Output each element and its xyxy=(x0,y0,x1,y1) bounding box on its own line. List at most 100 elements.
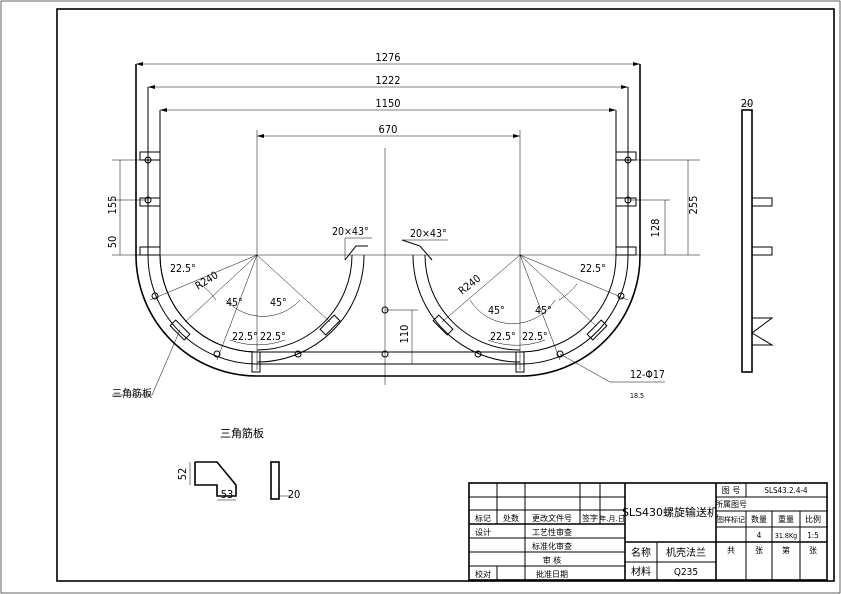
arrow xyxy=(633,62,640,66)
approve-date: 批准日期 xyxy=(536,569,568,579)
angle-label: 45° xyxy=(226,297,243,309)
radial-right-4 xyxy=(441,254,521,323)
flange-bolt-circle-line xyxy=(147,87,629,365)
triangle-gusset-thickness xyxy=(270,461,280,500)
triangle-leader-label: 三角筋板 xyxy=(112,387,152,400)
material-label: 材料 xyxy=(631,565,651,578)
product-title: SLS430螺旋输送机 xyxy=(622,505,718,519)
gusset-bottom-right xyxy=(515,351,525,373)
arrow xyxy=(609,108,616,112)
main-view xyxy=(112,62,700,396)
dim-53: 53 xyxy=(221,488,234,501)
triangle-detail-title: 三角筋板 xyxy=(220,426,264,440)
drawing-no: SLS43.2.4-4 xyxy=(764,486,808,495)
dim-1222: 1222 xyxy=(375,74,400,87)
dim-plate-20: 20 xyxy=(288,488,301,501)
rev-count: 处数 xyxy=(503,513,519,523)
weight-value: 31.8Kg xyxy=(775,532,797,540)
gusset-right-top xyxy=(615,151,637,161)
angle-arc-4 xyxy=(558,283,578,301)
radial-right-1 xyxy=(519,254,629,301)
weight-label: 重量 xyxy=(778,514,794,524)
scale-value: 1:5 xyxy=(807,531,819,540)
arrow xyxy=(148,85,155,89)
sheets-label: 张 xyxy=(755,546,763,555)
dim-255: 255 xyxy=(687,196,700,215)
gusset-left-bottom xyxy=(139,246,161,256)
radial-left-3 xyxy=(216,254,258,361)
angle-label: 45° xyxy=(270,297,287,309)
drawing-no-label: 图 号 xyxy=(722,486,741,495)
gusset-right-inner-diag xyxy=(432,314,454,336)
total-label: 共 xyxy=(727,546,735,555)
right-inner-arc xyxy=(412,254,521,363)
sheet-no-label: 第 xyxy=(782,545,790,555)
arrow xyxy=(136,62,143,66)
sheet-label: 张 xyxy=(809,546,817,555)
notch-left-leader xyxy=(344,237,372,260)
radial-right-2 xyxy=(519,254,596,326)
dim-1276: 1276 xyxy=(375,51,400,64)
angle-arc-3 xyxy=(469,299,556,324)
flange-outer-edge xyxy=(135,64,641,377)
triangle-gusset-shape xyxy=(194,461,237,497)
assembly-no-label: 所属图号 xyxy=(715,499,747,509)
side-gusset-2 xyxy=(751,246,773,256)
dim-side-20: 20 xyxy=(741,97,754,110)
gusset-right-bottom xyxy=(615,246,637,256)
arrow xyxy=(621,85,628,89)
dim-52: 52 xyxy=(176,468,189,481)
rev-sign: 签字 xyxy=(582,513,598,523)
name-label: 名称 xyxy=(631,546,651,559)
dim-155: 155 xyxy=(106,196,119,215)
hole-sub-spec: 18.5 xyxy=(630,392,644,400)
angle-label: 45° xyxy=(488,305,505,317)
side-gusset-1 xyxy=(751,197,773,207)
radial-left-4 xyxy=(256,254,331,323)
gusset-left-inner-diag xyxy=(319,314,341,336)
angle-label: 45° xyxy=(535,305,552,317)
right-notch xyxy=(401,239,433,261)
radial-right-3 xyxy=(519,254,561,361)
arrow xyxy=(160,108,167,112)
sheet-mark-label: 图样标记 xyxy=(717,515,745,524)
review-label: 审 核 xyxy=(543,555,562,565)
scale-label: 比例 xyxy=(805,514,821,524)
angle-arc-2 xyxy=(225,299,301,317)
radius-label-left: R240 xyxy=(193,269,220,292)
dim-50: 50 xyxy=(106,236,119,249)
gusset-left-diag xyxy=(169,319,191,341)
part-name: 机壳法兰 xyxy=(666,546,706,559)
process-review: 工艺性审查 xyxy=(532,527,572,537)
arrow xyxy=(513,134,520,138)
radial-left-1 xyxy=(149,254,258,301)
right-inner-arc-2 xyxy=(424,254,521,351)
dim-110: 110 xyxy=(398,325,411,344)
angle-arc-6 xyxy=(487,339,546,346)
angle-label: 22.5° xyxy=(580,263,606,275)
triangle-gusset-detail xyxy=(189,461,290,501)
radial-left-2 xyxy=(184,254,258,323)
check-label: 校对 xyxy=(475,569,491,579)
gusset-left-top xyxy=(139,151,161,161)
notch-right-label: 20×43° xyxy=(410,228,447,240)
gusset-bottom-left xyxy=(251,351,261,373)
angle-arc-1 xyxy=(199,283,217,301)
angle-label: 22.5° xyxy=(260,331,286,343)
dim-128: 128 xyxy=(649,219,662,238)
side-view xyxy=(741,103,774,373)
radius-label-right: R240 xyxy=(456,273,483,298)
dim-1150: 1150 xyxy=(375,97,400,110)
arrow xyxy=(257,134,264,138)
angle-label: 22.5° xyxy=(170,263,196,275)
left-arc-helper xyxy=(159,254,258,353)
material-value: Q235 xyxy=(674,567,698,578)
drawing-frame xyxy=(56,8,835,582)
notch-left-label: 20×43° xyxy=(332,226,369,238)
angle-label: 22.5° xyxy=(522,331,548,343)
angle-arc-5 xyxy=(229,339,286,346)
rev-mark: 标记 xyxy=(475,513,491,523)
side-triangle-gusset xyxy=(751,317,774,346)
rev-doc: 更改文件号 xyxy=(532,513,572,523)
